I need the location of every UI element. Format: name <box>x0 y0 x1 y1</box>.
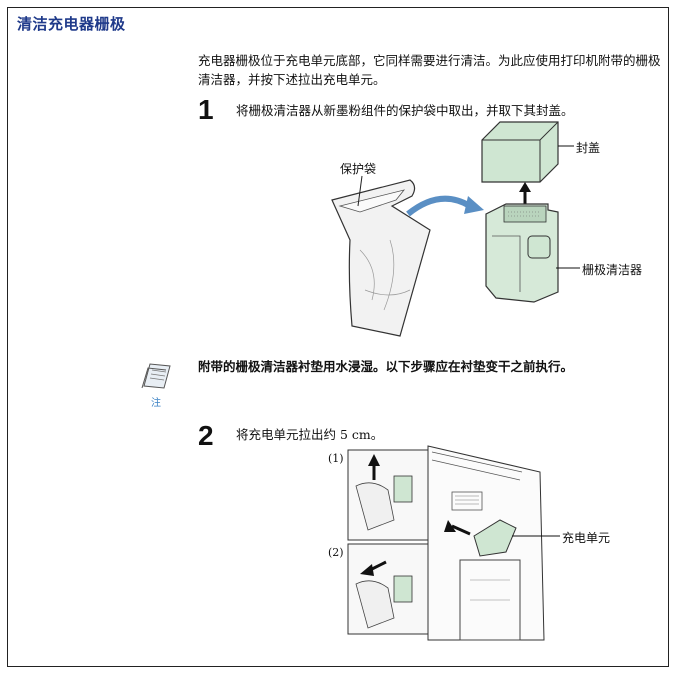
grid-cleaner-illustration <box>485 203 580 303</box>
intro-paragraph: 充电器栅极位于充电单元底部，它同样需要进行清洁。为此应使用打印机附带的栅极清洁器… <box>198 53 661 87</box>
note-icon <box>141 363 171 389</box>
protective-bag-illustration <box>331 175 431 337</box>
bag-label: 保护袋 <box>340 162 377 176</box>
charger-unit-label: 充电单元 <box>562 531 611 545</box>
step-2-number: 2 <box>198 420 214 451</box>
printer-body-illustration <box>427 445 560 641</box>
inset-2-illustration <box>347 543 429 635</box>
step-2-text: 将充电单元拉出约 5 cm。 <box>236 427 384 442</box>
step-1-number: 1 <box>198 94 214 125</box>
inset-1-label: (1) <box>328 452 344 465</box>
step-1-text: 将栅极清洁器从新墨粉组件的保护袋中取出，并取下其封盖。 <box>236 103 574 118</box>
note-label: 注 <box>151 398 161 409</box>
curved-arrow-icon <box>406 195 472 217</box>
page-title: 清洁充电器栅极 <box>17 15 126 33</box>
inset-2-label: (2) <box>328 546 344 559</box>
page-frame <box>7 7 669 667</box>
inset-1-illustration <box>347 449 429 541</box>
cap-illustration <box>481 121 574 183</box>
note-text: 附带的栅极清洁器衬垫用水浸湿。以下步骤应在衬垫变干之前执行。 <box>198 359 574 374</box>
cleaner-label: 栅极清洁器 <box>582 263 643 277</box>
cap-label: 封盖 <box>576 141 601 155</box>
